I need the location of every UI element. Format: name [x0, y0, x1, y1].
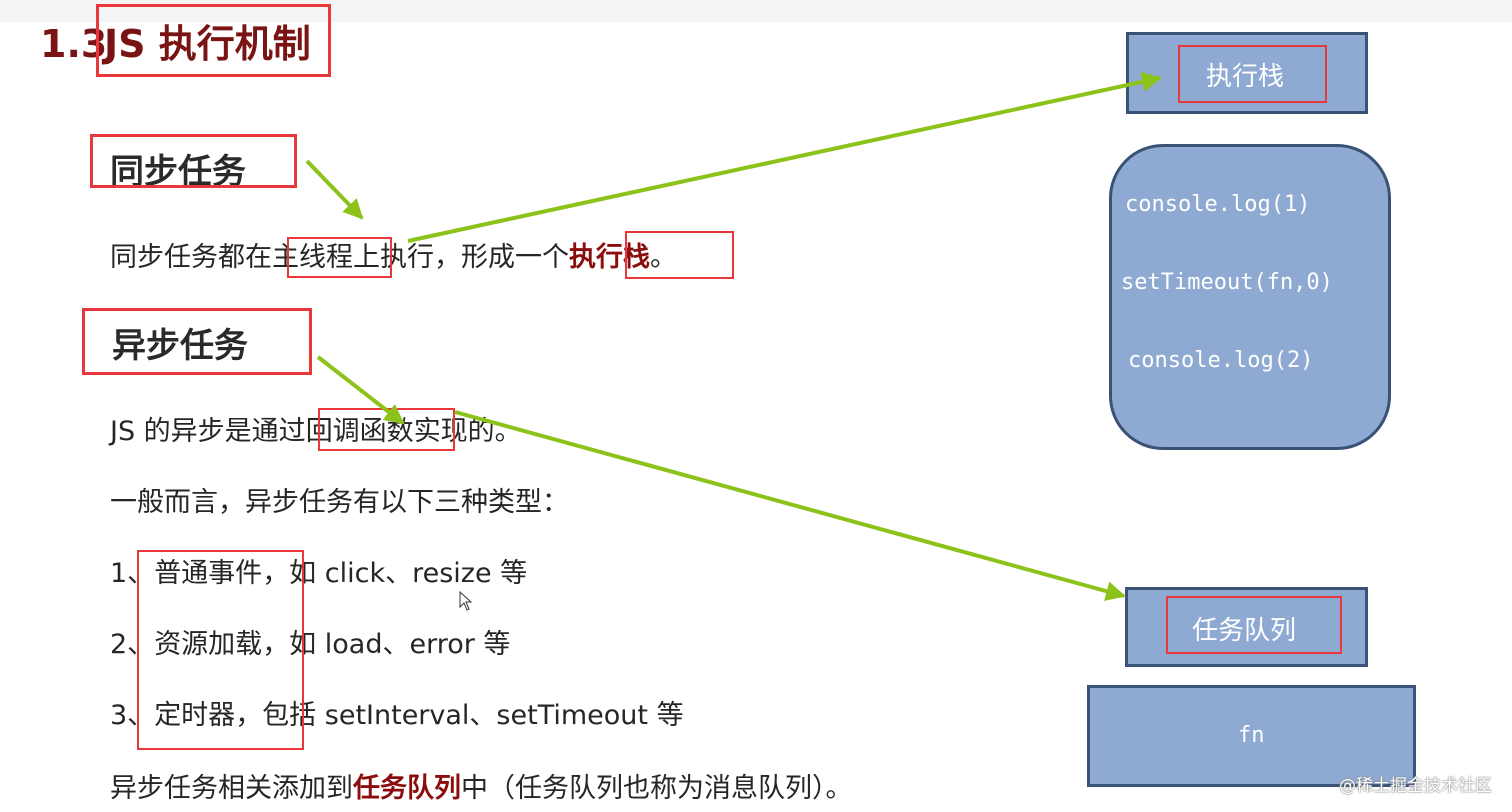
async-last-strong: 任务队列 — [353, 773, 461, 804]
arrow-async-heading — [316, 355, 405, 425]
task-queue-box — [1087, 685, 1416, 787]
async-line-1: JS 的异步是通过回调函数实现的。 — [110, 414, 522, 450]
list-item-number: 3、 — [110, 700, 155, 731]
async-line-2: 一般而言，异步任务有以下三种类型： — [110, 487, 569, 518]
list-item-number: 1、 — [110, 558, 155, 589]
sync-description: 同步任务都在主线程上执行，形成一个执行栈。 — [110, 240, 677, 276]
sync-line-pre: 同步任务都在 — [110, 242, 272, 273]
arrow-sync-heading — [305, 159, 364, 220]
async-line1-end: 实现的。 — [413, 416, 522, 447]
list-item-name: 资源加载 — [154, 629, 263, 660]
section-title-highlight — [96, 4, 331, 77]
stack-item: console.log(1) — [1125, 192, 1311, 217]
async-types-highlight — [137, 550, 304, 750]
section-title: JS 执行机制 — [104, 22, 311, 66]
stack-item: console.log(2) — [1128, 348, 1314, 373]
arrow-to-exec-stack — [407, 72, 1162, 243]
list-item-name: 定时器 — [154, 700, 236, 731]
sync-line-end: 。 — [650, 242, 677, 273]
async-last-end: 中（任务队列也称为消息队列）。 — [461, 773, 853, 804]
list-item: 1、普通事件，如 click、resize 等 — [110, 556, 527, 592]
exec-stack-box — [1109, 144, 1391, 450]
top-bar — [0, 0, 1512, 22]
list-item-name: 普通事件 — [154, 558, 263, 589]
async-line-last: 异步任务相关添加到任务队列中（任务队列也称为消息队列）。 — [110, 771, 853, 807]
list-item-number: 2、 — [110, 629, 155, 660]
sync-line-strong: 执行栈 — [569, 242, 650, 273]
async-last-pre: 异步任务相关添加到 — [110, 773, 353, 804]
list-item-rest: ，如 click、resize 等 — [262, 558, 528, 589]
exec-stack-label: 执行栈 — [1206, 62, 1285, 92]
arrow-to-task-queue — [454, 410, 1126, 601]
exec-stack-label-highlight — [1178, 45, 1327, 103]
main-thread-highlight — [287, 237, 392, 278]
async-heading-highlight — [82, 308, 312, 375]
cursor-icon — [459, 590, 473, 611]
exec-stack-text-highlight — [625, 231, 734, 279]
sync-line-key: 主线程 — [272, 242, 353, 273]
sync-line-mid: 上执行，形成一个 — [353, 242, 569, 273]
queue-item: fn — [1238, 723, 1265, 748]
watermark: @稀土掘金技术社区 — [1339, 776, 1492, 796]
stack-item: setTimeout(fn,0) — [1121, 270, 1333, 295]
task-queue-label-highlight — [1166, 596, 1342, 654]
async-heading: 异步任务 — [112, 326, 248, 366]
sync-heading-highlight — [90, 134, 297, 188]
list-item: 3、定时器，包括 setInterval、setTimeout 等 — [110, 698, 684, 734]
list-item-rest: ，包括 setInterval、setTimeout 等 — [235, 700, 684, 731]
async-line1-pre: JS 的异步是通过 — [110, 416, 306, 447]
task-queue-label: 任务队列 — [1192, 616, 1297, 646]
